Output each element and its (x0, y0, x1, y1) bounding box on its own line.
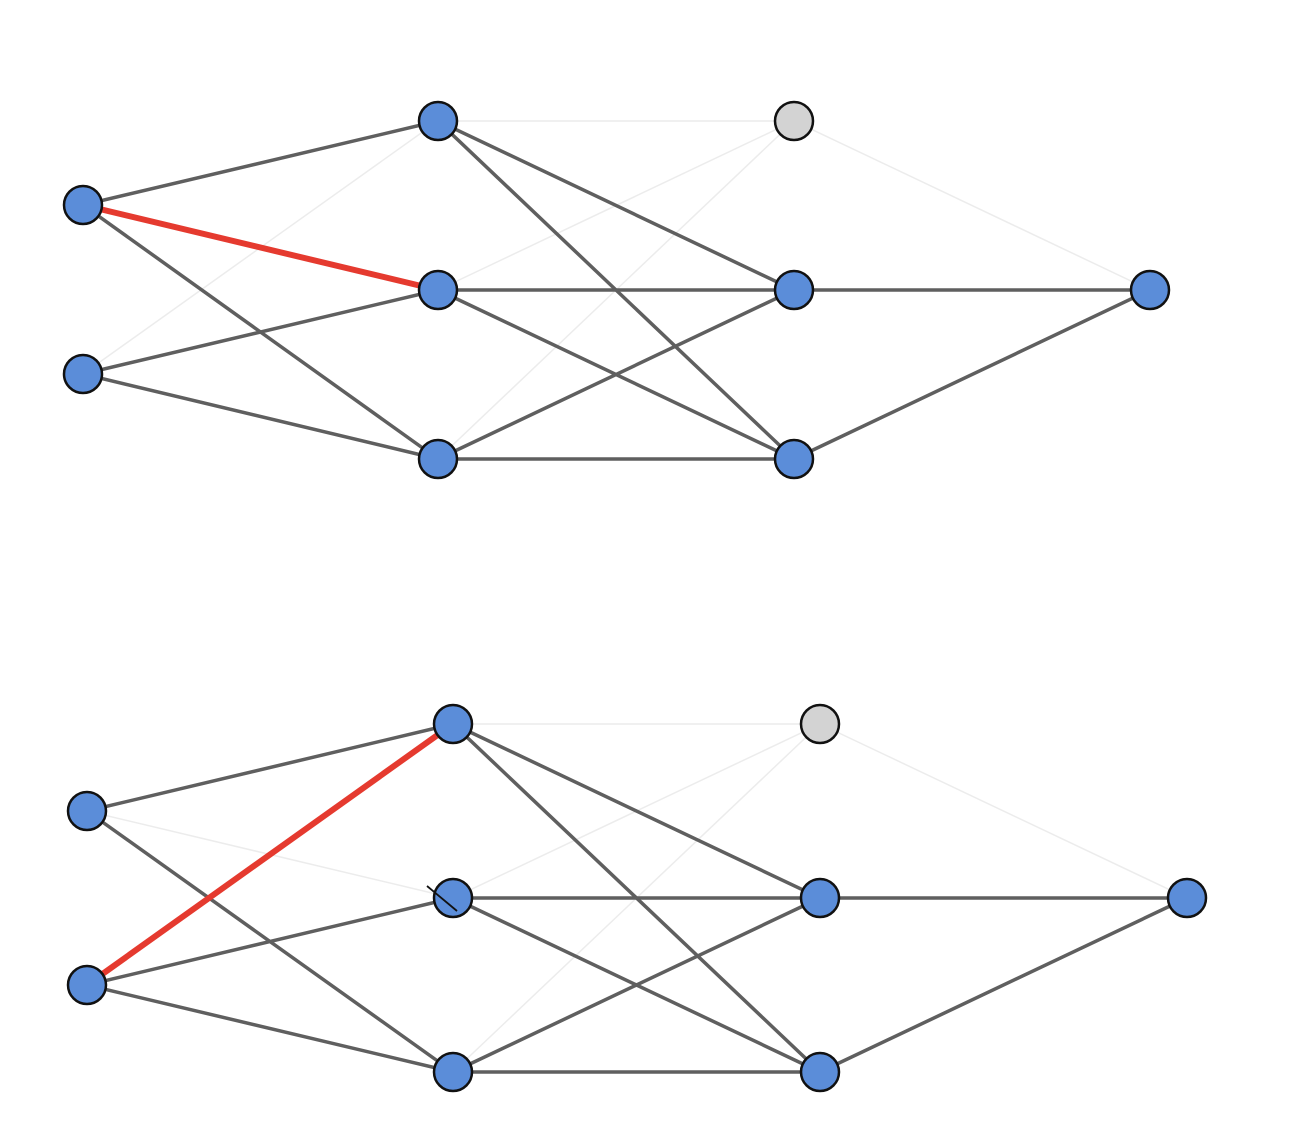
node-active-L2N2 (773, 438, 815, 480)
node-active-L1N1 (417, 269, 459, 311)
node-active-L2N2 (799, 1051, 841, 1093)
edge-normal-L0N1-L1N2 (85, 983, 455, 1074)
edge-faint-L2N0-L3N0 (819, 723, 1188, 899)
node-active-L3N0 (1129, 269, 1171, 311)
node-active-L2N1 (799, 877, 841, 919)
edge-normal-L0N1-L1N1 (85, 896, 455, 987)
node-active-L1N2 (432, 1051, 474, 1093)
node-inactive-L2N0 (773, 100, 815, 142)
node-active-L0N1 (62, 353, 104, 395)
node-strike-mark (426, 885, 458, 912)
network-bottom (66, 703, 1208, 1093)
edge-highlight-L0N1-L1N0 (84, 721, 456, 988)
node-active-L0N0 (66, 790, 108, 832)
edge-normal-L1N0-L2N1 (436, 119, 796, 292)
edge-normal-L2N2-L3N0 (792, 288, 1152, 461)
edge-normal-L0N1-L1N1 (81, 288, 440, 376)
edge-highlight-L0N0-L1N1 (80, 202, 441, 293)
edge-normal-L0N0-L1N0 (81, 119, 440, 207)
edge-faint-L2N0-L3N0 (793, 120, 1151, 291)
network-top (62, 100, 1171, 480)
edge-normal-L1N2-L2N1 (451, 896, 822, 1074)
node-active-L0N1 (66, 964, 108, 1006)
edge-normal-L2N2-L3N0 (818, 896, 1189, 1074)
node-active-L1N1 (432, 877, 474, 919)
node-active-L0N0 (62, 184, 104, 226)
node-active-L1N0 (417, 100, 459, 142)
node-active-L1N0 (432, 703, 474, 745)
edge-normal-L0N0-L1N0 (85, 722, 455, 813)
node-inactive-L2N0 (799, 703, 841, 745)
node-active-L1N2 (417, 438, 459, 480)
node-active-L3N0 (1166, 877, 1208, 919)
node-active-L2N1 (773, 269, 815, 311)
edge-normal-L0N1-L1N2 (81, 372, 440, 461)
edge-normal-L1N2-L2N1 (436, 288, 796, 461)
edge-normal-L1N0-L2N1 (451, 722, 822, 900)
